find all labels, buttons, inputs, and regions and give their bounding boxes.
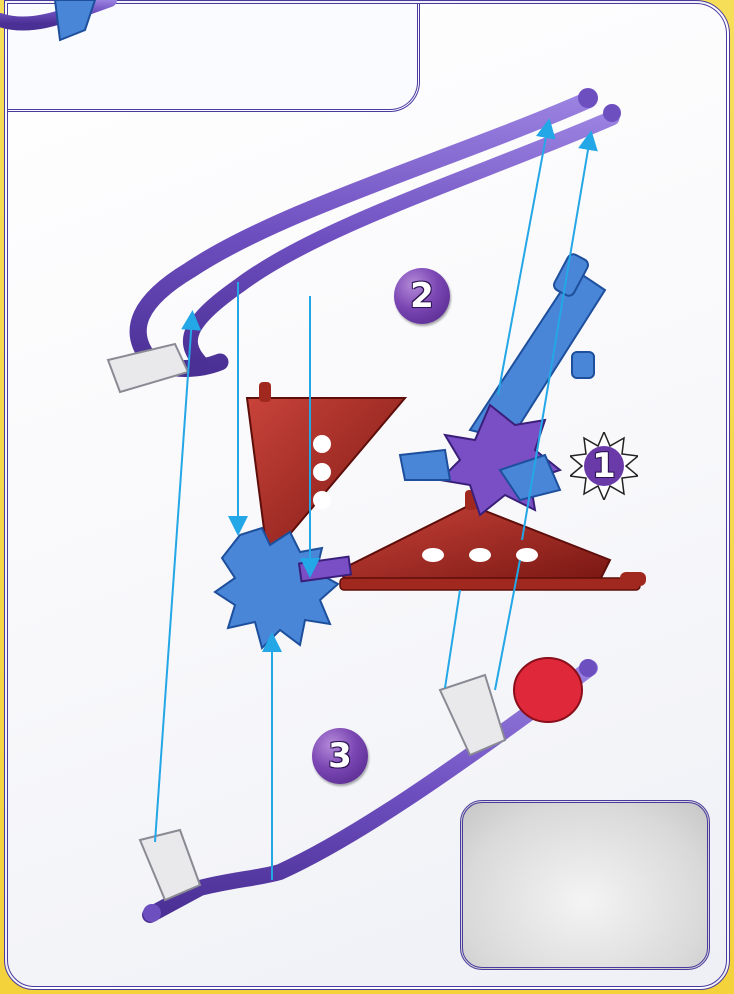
upper-rod-pair bbox=[106, 88, 621, 394]
white-clip-lower-right bbox=[438, 673, 507, 757]
starburst-icon bbox=[568, 430, 640, 502]
step-1-badge: 1 bbox=[568, 430, 640, 502]
white-clip-upper bbox=[106, 342, 190, 394]
red-triangle-plates bbox=[245, 382, 646, 591]
step-2-badge: 2 bbox=[394, 268, 450, 324]
white-clip-lower-left bbox=[138, 828, 202, 902]
left-star-connector bbox=[213, 526, 353, 650]
step-3-badge: 3 bbox=[312, 728, 368, 784]
previous-step-fragment bbox=[0, 0, 117, 42]
guide-arrows bbox=[154, 118, 598, 880]
photo-inset-frame bbox=[460, 800, 710, 970]
lower-rod bbox=[138, 657, 598, 923]
step-3-number: 3 bbox=[328, 736, 352, 776]
step-1-number: 1 bbox=[592, 446, 616, 486]
step-2-number: 2 bbox=[410, 276, 434, 316]
red-end-cap bbox=[513, 657, 583, 723]
blue-connector-arm bbox=[468, 253, 607, 442]
